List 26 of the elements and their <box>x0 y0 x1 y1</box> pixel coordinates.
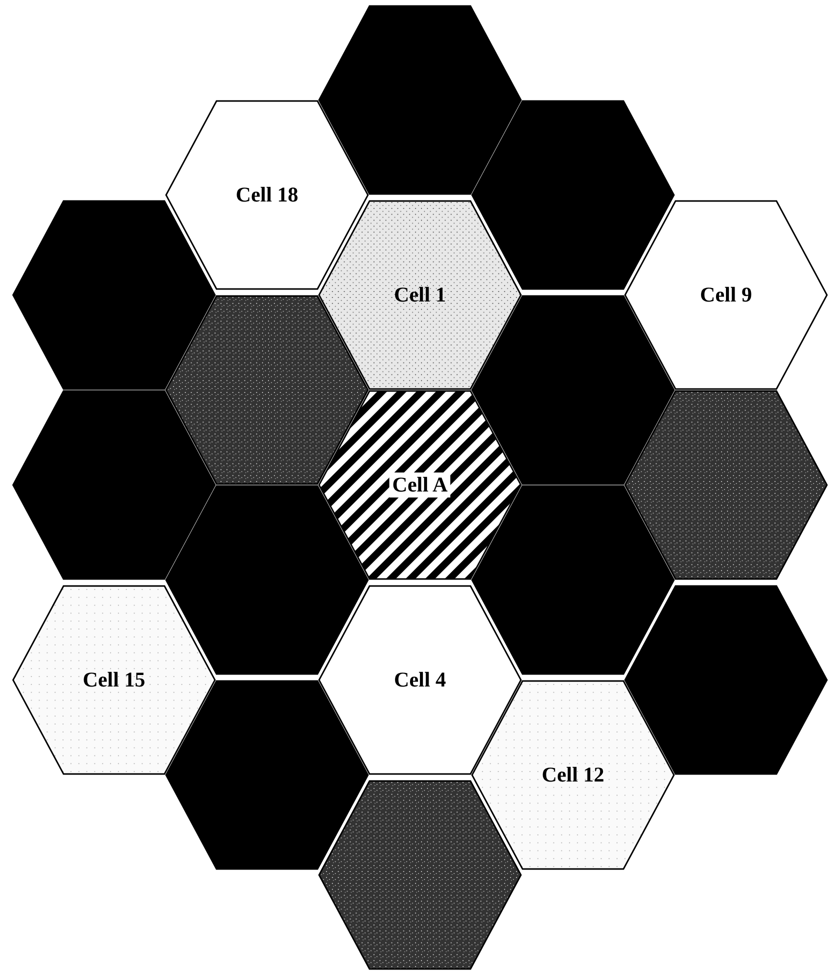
hexagon-cell <box>12 585 216 775</box>
cell-label: Cell 15 <box>82 668 146 692</box>
cell-label: Cell 1 <box>394 282 446 308</box>
hexagon-cell <box>165 295 369 485</box>
hexagon-cell <box>624 390 828 580</box>
hexagon-cell <box>318 5 522 195</box>
hexagon-cell <box>471 680 675 870</box>
hexagon-cell <box>471 295 675 485</box>
cell-label: Cell 9 <box>700 282 752 308</box>
hexagon-cell <box>624 585 828 775</box>
hexagon-cell <box>624 200 828 390</box>
hexagon-cell <box>165 100 369 290</box>
cell-label: Cell A <box>389 472 451 498</box>
cell-label: Cell 12 <box>542 762 604 788</box>
cell-label: Cell 18 <box>236 182 298 208</box>
hexagon-cell <box>12 200 216 390</box>
hexagon-cell <box>318 390 522 580</box>
hexagon-cell <box>471 100 675 290</box>
hexagon-cell <box>12 390 216 580</box>
hexagon-cell <box>471 485 675 675</box>
hexagon-cell <box>165 680 369 870</box>
hexagon-cell <box>318 780 522 970</box>
hexagon-cell <box>318 200 522 390</box>
cell-label: Cell 4 <box>394 668 446 692</box>
hexagon-cell <box>165 485 369 675</box>
hexagon-cell <box>318 585 522 775</box>
